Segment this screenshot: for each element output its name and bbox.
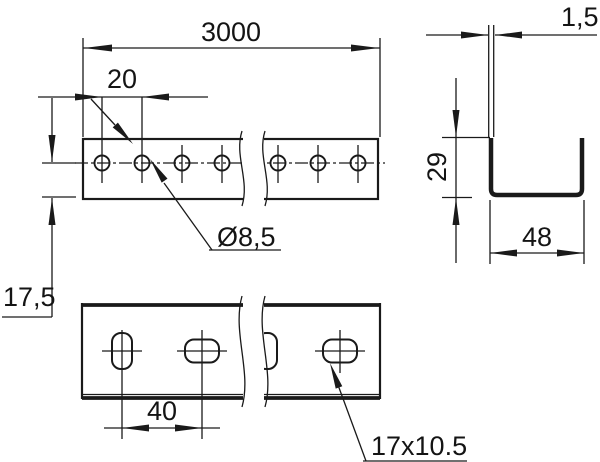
dim-slot-pitch-label: 40 — [147, 396, 177, 426]
arrowhead — [351, 44, 379, 52]
dim-wall-thickness-label: 1,5 — [561, 2, 599, 32]
dim-length: 3000 — [82, 17, 381, 137]
horizontal-slot — [184, 338, 220, 364]
break-line — [239, 130, 245, 207]
arrowhead — [112, 122, 133, 144]
vertical-slot — [111, 332, 133, 370]
horizontal-slot — [322, 338, 358, 364]
leader-hole-diameter: Ø8,5 — [150, 159, 281, 252]
reference-leader-line — [90, 98, 116, 126]
round-hole — [133, 154, 151, 172]
dim-hole-pitch: 20 — [38, 64, 208, 144]
top-view-rail — [75, 97, 385, 210]
break-line — [262, 130, 268, 207]
arrowhead — [330, 363, 343, 389]
leader-slot-size: 17x10.5 — [330, 363, 467, 462]
dim-center-to-edge: 17,5 — [2, 98, 76, 318]
rail-outline — [81, 137, 380, 201]
arrowhead — [452, 110, 460, 137]
break-line — [238, 295, 246, 408]
bottom-view-rail — [80, 294, 382, 439]
hole-diameter-label: Ø8,5 — [217, 222, 276, 252]
leader-line — [163, 182, 213, 251]
arrowhead — [122, 424, 149, 432]
break-gap — [243, 294, 264, 408]
break-gap — [243, 126, 264, 210]
dim-profile-width: 48 — [489, 200, 585, 264]
arrowhead — [75, 93, 102, 101]
arrowhead — [84, 44, 112, 52]
round-hole — [93, 154, 111, 172]
dim-center-to-edge-label: 17,5 — [3, 282, 56, 312]
channel-profile — [488, 138, 585, 198]
round-hole — [173, 154, 191, 172]
dim-profile-height-label: 29 — [422, 152, 452, 182]
dim-slot-pitch: 40 — [104, 396, 220, 432]
round-hole — [213, 154, 231, 172]
dim-length-label: 3000 — [201, 17, 261, 47]
arrowhead — [495, 31, 522, 39]
cross-section-view — [488, 25, 585, 198]
arrowhead — [461, 31, 488, 39]
slot-size-label: 17x10.5 — [371, 431, 467, 461]
dim-profile-width-label: 48 — [522, 222, 552, 252]
round-hole — [269, 154, 287, 172]
dim-wall-thickness: 1,5 — [426, 2, 599, 39]
arrowhead — [490, 249, 517, 257]
round-hole — [309, 154, 327, 172]
arrowhead — [452, 198, 460, 225]
dim-profile-height: 29 — [422, 78, 490, 263]
dim-hole-pitch-label: 20 — [107, 64, 137, 94]
arrowhead — [48, 135, 56, 162]
arrowhead — [557, 249, 584, 257]
arrowhead — [175, 424, 202, 432]
arrowhead — [142, 93, 169, 101]
leader-line — [337, 384, 367, 462]
arrowhead — [150, 159, 168, 183]
round-hole — [349, 154, 367, 172]
break-line — [261, 295, 269, 408]
